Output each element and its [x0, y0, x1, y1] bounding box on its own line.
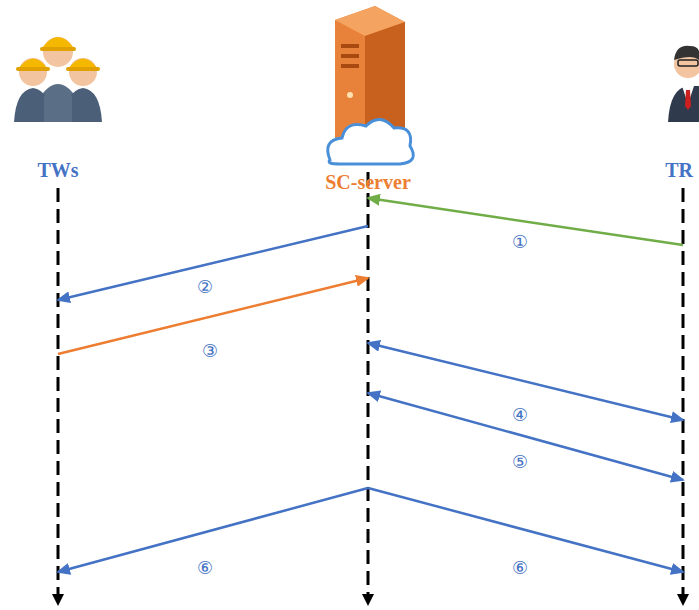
- lifeline-ends: [52, 594, 689, 606]
- lifelines: [58, 172, 683, 594]
- step-number: ⑤: [510, 452, 530, 472]
- step-number: ⑥: [510, 558, 530, 578]
- step-number: ④: [510, 405, 530, 425]
- participant: TWs: [33, 158, 82, 182]
- message-arrow: [368, 393, 683, 480]
- workers-icon: [14, 37, 102, 122]
- person-icon: [668, 46, 699, 122]
- step-number: ①: [510, 232, 530, 252]
- participant: TR: [661, 158, 697, 182]
- step-number: ②: [195, 277, 215, 297]
- participant-name: TR: [661, 158, 697, 182]
- step-number: ⑥: [195, 558, 215, 578]
- participant-name: SC-server: [321, 170, 415, 194]
- step-number: ③: [200, 341, 220, 361]
- participant: SC-server: [321, 170, 415, 194]
- server-icon: [328, 6, 414, 164]
- participant-name: TWs: [33, 158, 82, 182]
